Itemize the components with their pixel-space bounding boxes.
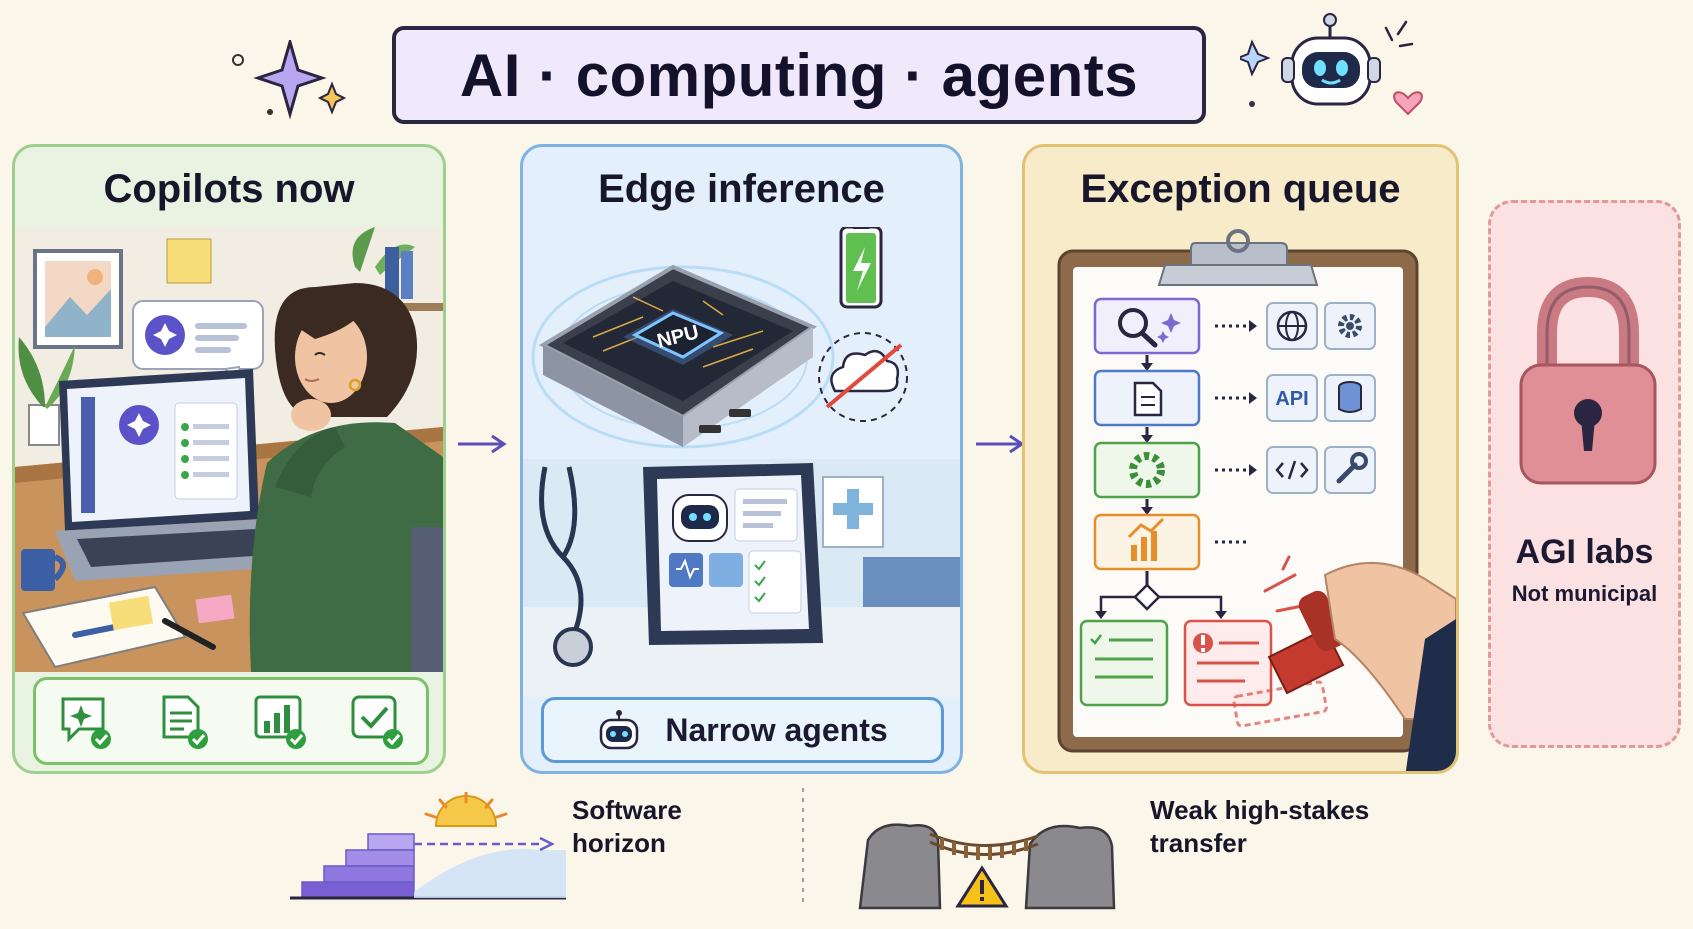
exception-title: Exception queue [1080,167,1401,211]
document-icon [162,695,209,749]
narrow-agents-banner: Narrow agents [541,697,944,763]
bar-chart-icon [254,695,306,749]
software-horizon-icon [290,792,566,900]
software-horizon-line-2: horizon [572,828,666,858]
checkmark-icon [351,695,404,749]
api-label: API [1275,388,1308,410]
agi-labs-title: AGI labs [1515,533,1654,571]
page-title: AI · computing · agents [392,26,1206,124]
software-horizon-label: Software horizon [572,794,682,860]
sparkle-chat-icon [61,697,111,749]
exception-queue-panel: Exception queue API [1022,144,1459,774]
robot-mascot-icon [1240,13,1423,116]
edge-inference-panel: Edge inference NPU [520,144,963,774]
weak-transfer-line-1: Weak high-stakes [1150,795,1370,825]
bottom-divider [802,788,804,906]
software-horizon-line-1: Software [572,795,682,825]
arrow-right-icon [976,434,1025,454]
edge-device-illustration: NPU [523,227,960,697]
office-worker-illustration [15,227,443,672]
robot-icon [600,710,639,750]
copilots-title: Copilots now [103,167,355,211]
agi-labs-panel: AGI labs Not municipal [1488,200,1681,748]
clipboard-workflow-illustration: API [1057,229,1456,771]
copilots-panel: Copilots now [12,144,446,774]
broken-bridge-icon [858,823,1116,910]
weak-transfer-line-2: transfer [1150,828,1247,858]
copilot-tasks-row [33,677,429,765]
agi-labs-subtitle: Not municipal [1511,581,1658,606]
weak-transfer-label: Weak high-stakes transfer [1150,794,1369,860]
sparkle-decoration-icon [232,40,347,120]
padlock-icon [1519,276,1657,485]
edge-title: Edge inference [598,167,885,211]
narrow-agents-label: Narrow agents [665,711,888,748]
arrow-right-icon [458,434,507,454]
